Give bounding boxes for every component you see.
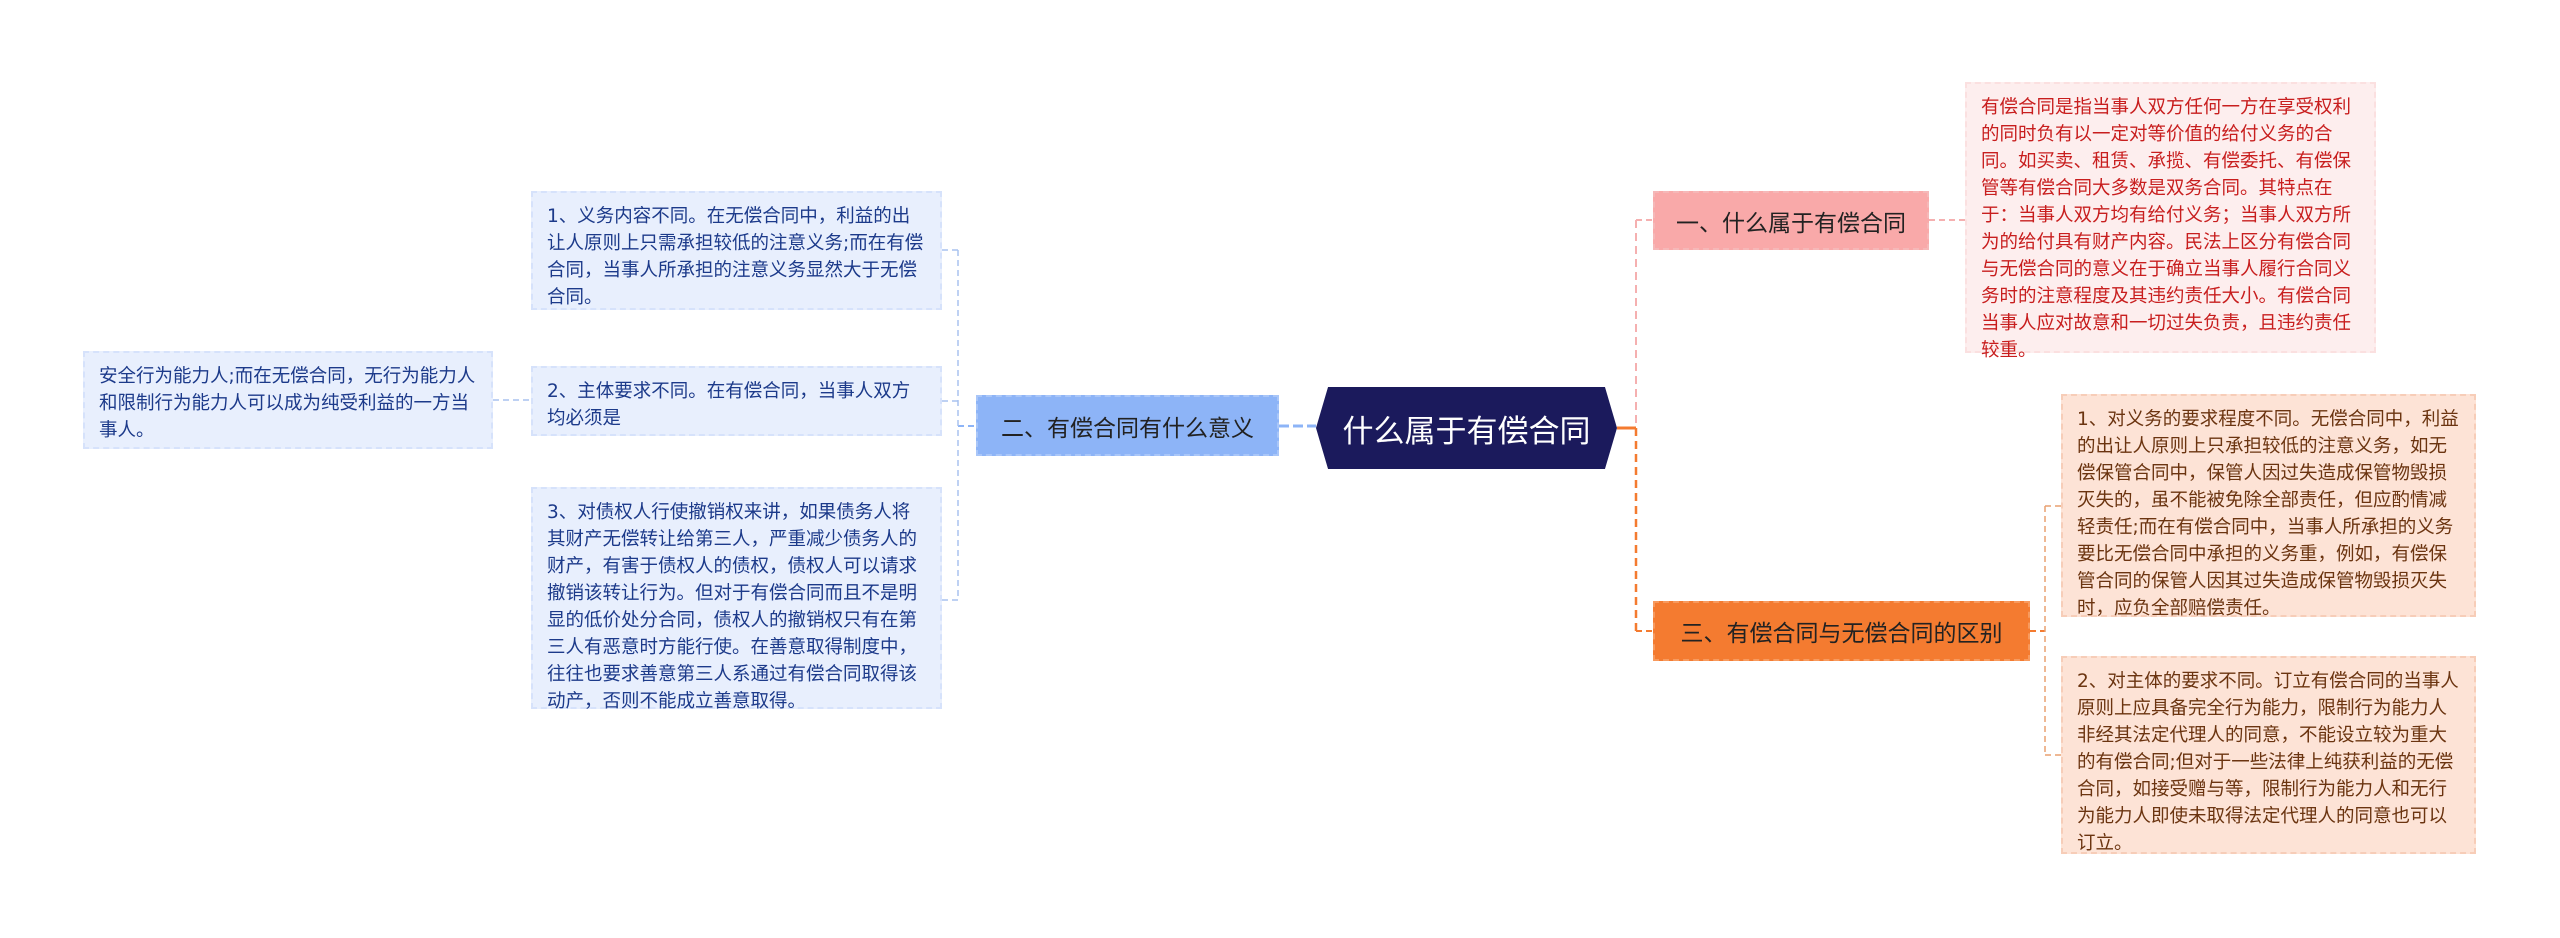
significance-item-3[interactable]: 3、对债权人行使撤销权来讲，如果债务人将其财产无偿转让给第三人，严重减少债务人的… [531, 487, 942, 712]
item-text: 2、对主体的要求不同。订立有偿合同的当事人原则上应具备完全行为能力，限制行为能力… [2077, 671, 2459, 854]
what-is-detail[interactable]: 有偿合同是指当事人双方任何一方在享受权利的同时负有以一定对等价值的给付义务的合同… [1965, 82, 2376, 361]
branch-label: 三、有偿合同与无偿合同的区别 [1680, 621, 2003, 647]
central-topic[interactable]: 什么属于有偿合同 [1316, 387, 1617, 469]
detail-text: 有偿合同是指当事人双方任何一方在享受权利的同时负有以一定对等价值的给付义务的合同… [1981, 97, 2352, 361]
difference-item-2[interactable]: 2、对主体的要求不同。订立有偿合同的当事人原则上应具备完全行为能力，限制行为能力… [2061, 656, 2476, 854]
branch-label: 二、有偿合同有什么意义 [1001, 415, 1254, 442]
significance-item-1[interactable]: 1、义务内容不同。在无偿合同中，利益的出让人原则上只需承担较低的注意义务;而在有… [531, 191, 942, 310]
item-text: 1、义务内容不同。在无偿合同中，利益的出让人原则上只需承担较低的注意义务;而在有… [547, 206, 924, 308]
branch-differences[interactable]: 三、有偿合同与无偿合同的区别 [1653, 601, 2030, 661]
significance-item-2-sub[interactable]: 安全行为能力人;而在无偿合同，无行为能力人和限制行为能力人可以成为纯受利益的一方… [83, 351, 493, 449]
item-text: 2、主体要求不同。在有偿合同，当事人双方均必须是 [547, 381, 911, 429]
item-text: 3、对债权人行使撤销权来讲，如果债务人将其财产无偿转让给第三人，严重减少债务人的… [547, 502, 918, 712]
item-text: 1、对义务的要求程度不同。无偿合同中，利益的出让人原则上只承担较低的注意义务，如… [2077, 409, 2459, 619]
central-topic-label: 什么属于有偿合同 [1342, 413, 1591, 450]
difference-item-1[interactable]: 1、对义务的要求程度不同。无偿合同中，利益的出让人原则上只承担较低的注意义务，如… [2061, 394, 2476, 619]
branch-what-is[interactable]: 一、什么属于有偿合同 [1653, 191, 1929, 250]
branch-label: 一、什么属于有偿合同 [1676, 210, 1906, 237]
item-text: 安全行为能力人;而在无偿合同，无行为能力人和限制行为能力人可以成为纯受利益的一方… [99, 366, 476, 441]
significance-item-2[interactable]: 2、主体要求不同。在有偿合同，当事人双方均必须是 [531, 366, 942, 436]
branch-significance[interactable]: 二、有偿合同有什么意义 [976, 395, 1279, 456]
